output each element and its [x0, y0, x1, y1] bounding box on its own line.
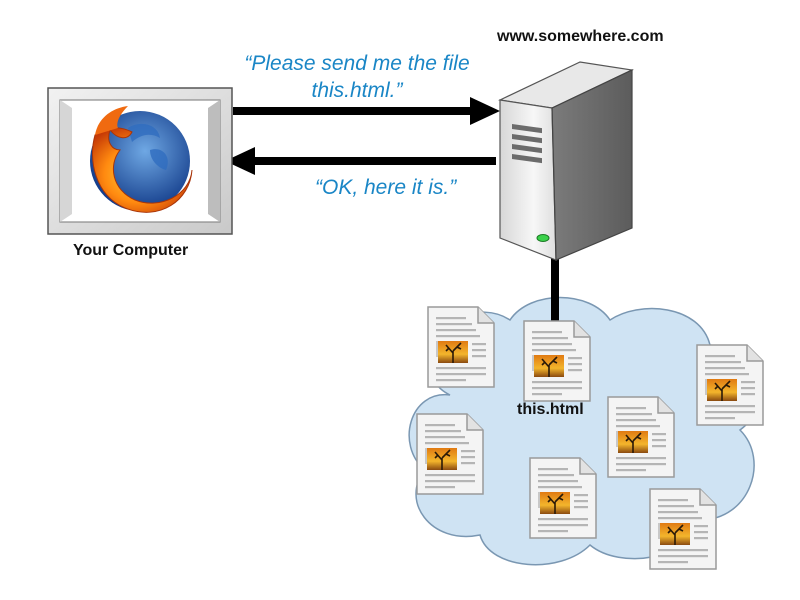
file-icon	[427, 306, 495, 388]
file-icon	[649, 488, 717, 570]
file-icon	[696, 344, 764, 426]
request-arrow	[233, 97, 500, 125]
client-monitor	[47, 87, 233, 235]
file-icon-this-html	[523, 320, 591, 402]
client-label: Your Computer	[73, 242, 189, 259]
power-led	[536, 234, 550, 242]
file-icon	[529, 457, 597, 539]
server-tower-icon	[497, 61, 635, 261]
file-icon	[416, 413, 484, 495]
server-hostname: www.somewhere.com	[497, 28, 664, 45]
file-icon	[607, 396, 675, 478]
response-message: “OK, here it is.”	[315, 176, 457, 199]
response-arrow	[225, 147, 496, 175]
request-message-line1: “Please send me the file	[244, 52, 470, 75]
firefox-logo-icon	[90, 106, 193, 213]
this-html-label: this.html	[517, 401, 584, 418]
request-message: “Please send me the file this.html.”	[222, 50, 492, 104]
request-message-line2: this.html.”	[311, 79, 403, 102]
